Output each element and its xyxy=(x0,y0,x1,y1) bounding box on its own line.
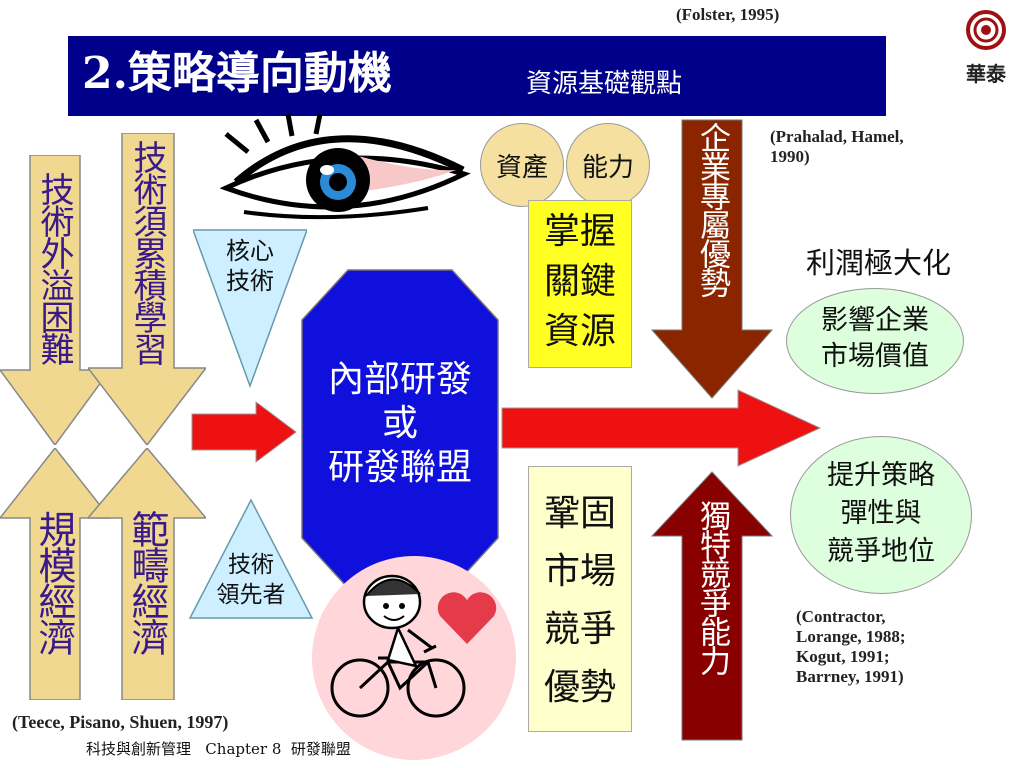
label-core-tech: 核心 技術 xyxy=(205,236,295,296)
ellipse-market-value: 影響企業 市場價值 xyxy=(786,288,964,394)
box-key-resources-line: 掌握 xyxy=(543,211,616,252)
citation-prahalad: (Prahalad, Hamel, 1990) xyxy=(770,127,904,167)
citation-prahalad-line: (Prahalad, Hamel, xyxy=(770,127,904,146)
center-label-line: 或 xyxy=(381,403,418,444)
logo-text: 華泰 xyxy=(966,62,1006,86)
arrow-tech-learning xyxy=(88,133,206,445)
ellipse-strategy-flexibility: 提升策略 彈性與 競爭地位 xyxy=(790,436,972,594)
box-key-resources-line: 關鍵 xyxy=(543,261,616,302)
publisher-logo: 華泰 xyxy=(958,8,1014,86)
citation-folster: (Folster, 1995) xyxy=(676,5,780,24)
center-label-line: 研發聯盟 xyxy=(327,447,472,488)
eye-icon xyxy=(219,113,471,220)
ellipse-strategy-flexibility-line: 彈性與 xyxy=(840,498,922,529)
center-label-line: 內部研發 xyxy=(327,359,472,400)
label-unique-competence: 獨特競爭能力 xyxy=(694,500,730,674)
citation-contractor-line: Lorange, 1988; xyxy=(796,627,906,646)
label-tech-leader-line: 技術 xyxy=(228,552,274,578)
box-market-advantage-line: 競爭 xyxy=(543,609,616,650)
arrow-scope-economy xyxy=(88,448,206,700)
cyclist-icon xyxy=(330,574,466,718)
triangle-tech-leader xyxy=(188,498,314,619)
box-key-resources: 掌握 關鍵 資源 xyxy=(528,200,632,368)
label-tech-leader-line: 領先者 xyxy=(216,582,286,608)
circle-assets-label: 資產 xyxy=(495,152,548,183)
label-tech-leader: 技術 領先者 xyxy=(196,550,306,610)
circle-assets: 資產 xyxy=(480,123,564,207)
citation-prahalad-line: 1990) xyxy=(770,147,810,166)
triangle-core-tech xyxy=(193,229,307,388)
ellipse-market-value-line: 市場價值 xyxy=(821,341,929,372)
arrow-firm-specific-advantage xyxy=(650,119,774,399)
label-profit-max: 利潤極大化 xyxy=(806,246,952,280)
label-scale-economy: 規模經濟 xyxy=(32,510,76,654)
label-firm-specific-advantage: 企業專屬優勢 xyxy=(694,122,730,296)
label-tech-spillover: 技術外溢困難 xyxy=(34,172,74,364)
circle-capability-label: 能力 xyxy=(581,152,634,183)
box-market-advantage-line: 鞏固 xyxy=(543,493,616,534)
citation-contractor: (Contractor, Lorange, 1988; Kogut, 1991;… xyxy=(796,607,906,687)
center-label: 內部研發 或 研發聯盟 xyxy=(300,358,500,490)
citation-contractor-line: Kogut, 1991; xyxy=(796,647,890,666)
label-scope-economy: 範疇經濟 xyxy=(125,510,169,654)
citation-teece: (Teece, Pisano, Shuen, 1997) xyxy=(12,712,229,732)
logo-rings-icon xyxy=(966,10,1006,50)
arrow-tech-spillover xyxy=(0,155,110,445)
heart-icon xyxy=(437,592,497,644)
ellipse-market-value-line: 影響企業 xyxy=(821,305,929,336)
page-title: 2.策略導向動機 xyxy=(82,48,392,99)
arrow-into-center xyxy=(191,401,297,463)
box-market-advantage-line: 優勢 xyxy=(543,667,616,708)
arrow-to-outcomes xyxy=(501,389,822,467)
circle-capability: 能力 xyxy=(566,123,650,207)
page-subtitle: 資源基礎觀點 xyxy=(526,69,683,99)
box-market-advantage: 鞏固 市場 競爭 優勢 xyxy=(528,466,632,732)
title-bar: 2.策略導向動機 資源基礎觀點 xyxy=(68,36,886,116)
citation-contractor-line: Barrney, 1991) xyxy=(796,667,904,686)
ellipse-strategy-flexibility-line: 提升策略 xyxy=(827,460,935,491)
arrow-unique-competence xyxy=(650,471,774,741)
citation-contractor-line: (Contractor, xyxy=(796,607,886,626)
box-market-advantage-line: 市場 xyxy=(543,551,616,592)
box-key-resources-line: 資源 xyxy=(543,311,616,352)
label-core-tech-line: 核心 xyxy=(226,237,274,265)
ellipse-strategy-flexibility-line: 競爭地位 xyxy=(827,536,935,567)
label-tech-learning: 技術須累積學習 xyxy=(127,140,167,364)
label-core-tech-line: 技術 xyxy=(226,267,274,295)
slide-footer: 科技與創新管理 Chapter 8 研發聯盟 xyxy=(86,740,351,758)
